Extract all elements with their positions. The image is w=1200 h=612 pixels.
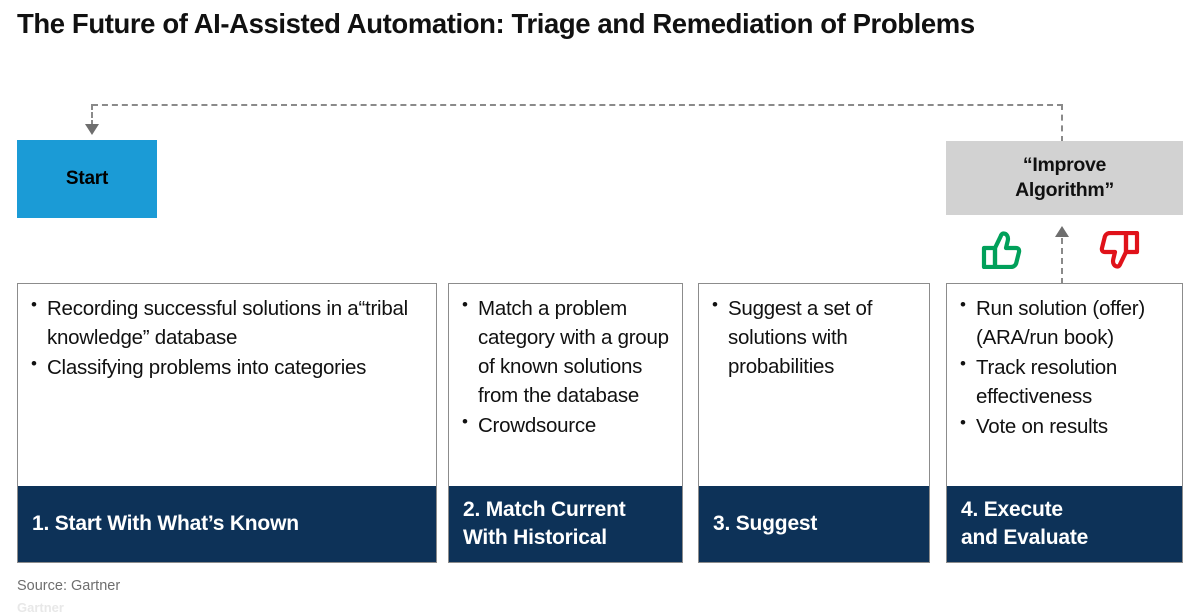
improve-algorithm-label: “Improve Algorithm” [1015,153,1114,201]
improve-algorithm-box[interactable]: “Improve Algorithm” [946,141,1183,215]
step-card-1-footer: 1. Start With What’s Known [18,486,436,562]
feedback-line-up-vertical [1061,238,1063,284]
step-card-2-footer: 2. Match Current With Historical [449,486,682,562]
start-box[interactable]: Start [17,140,157,218]
list-item: Track resolution effectiveness [959,352,1170,411]
step-card-1-bullet-list: Recording successful solutions in a“trib… [30,293,424,382]
step-card-4-bullet-list: Run solution (offer) (ARA/run book) Trac… [959,293,1170,442]
arrow-up-icon [1055,226,1069,237]
arrow-down-icon [85,124,99,135]
step-card-3-footer-label: 3. Suggest [713,512,818,536]
step-card-2-footer-label: 2. Match Current With Historical [463,498,626,549]
list-item: Recording successful solutions in a“trib… [30,293,424,352]
step-card-4-footer-label: 4. Execute and Evaluate [961,498,1089,549]
thumbs-down-icon [1098,230,1140,274]
feedback-line-left-vertical [91,104,93,126]
list-item: Run solution (offer) (ARA/run book) [959,293,1170,352]
step-card-1-footer-label: 1. Start With What’s Known [32,512,299,536]
list-item: Vote on results [959,411,1170,441]
source-label: Source: Gartner [17,578,121,594]
start-box-label: Start [65,168,109,189]
step-card-1-body: Recording successful solutions in a“trib… [18,284,436,486]
step-card-3-body: Suggest a set of solutions with probabil… [699,284,929,486]
page-title: The Future of AI-Assisted Automation: Tr… [17,8,975,39]
feedback-line-right-vertical [1061,104,1063,142]
step-card-4[interactable]: Run solution (offer) (ARA/run book) Trac… [946,283,1183,563]
feedback-line-horizontal [92,104,1063,106]
cutoff-footer-text: Gartner [17,600,64,612]
step-card-1[interactable]: Recording successful solutions in a“trib… [17,283,437,563]
step-card-3[interactable]: Suggest a set of solutions with probabil… [698,283,930,563]
step-card-3-footer: 3. Suggest [699,486,929,562]
list-item: Suggest a set of solutions with probabil… [711,293,917,381]
step-card-3-bullet-list: Suggest a set of solutions with probabil… [711,293,917,381]
step-card-2-body: Match a problem category with a group of… [449,284,682,486]
step-card-4-footer: 4. Execute and Evaluate [947,486,1182,562]
step-card-2-bullet-list: Match a problem category with a group of… [461,293,670,441]
list-item: Match a problem category with a group of… [461,293,670,410]
list-item: Classifying problems into categories [30,352,424,382]
step-card-4-body: Run solution (offer) (ARA/run book) Trac… [947,284,1182,486]
thumbs-up-icon [981,231,1023,274]
step-card-2[interactable]: Match a problem category with a group of… [448,283,683,563]
list-item: Crowdsource [461,410,670,440]
